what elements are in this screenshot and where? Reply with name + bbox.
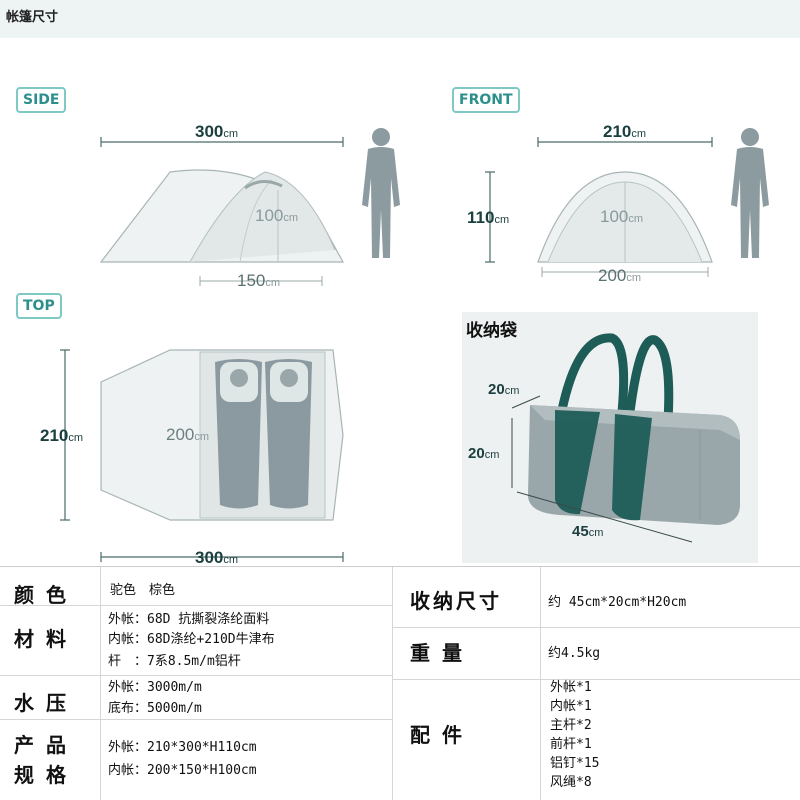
svg-text:200cm: 200cm (166, 425, 209, 444)
material-line-2: 内帐：68D涤纶+210D牛津布 (108, 632, 275, 647)
parts-line-5: 铝钉*15 (550, 756, 600, 771)
material-line-1: 外帐：68D 抗撕裂涤纶面料 (108, 612, 270, 627)
svg-text:300cm: 300cm (195, 548, 238, 565)
color-label: 颜色 (14, 583, 78, 607)
product-label-2: 规格 (14, 763, 78, 787)
sleeping-bag-right (265, 359, 312, 509)
page-title: 帐篷尺寸 (6, 10, 59, 25)
svg-text:20cm: 20cm (468, 445, 499, 462)
svg-text:20cm: 20cm (488, 381, 519, 398)
color-value: 驼色 棕色 (110, 583, 176, 598)
page-header: 帐篷尺寸 (0, 0, 800, 38)
storage-bag-diagram: 20cm 20cm 45cm (462, 312, 758, 563)
top-view: 210cm 200cm 300cm (40, 349, 344, 565)
svg-text:300cm: 300cm (195, 122, 238, 141)
material-line-3: 杆 ：7系8.5m/m铝杆 (108, 654, 241, 669)
parts-label: 配件 (410, 723, 474, 747)
front-view: 210cm 110cm 100cm 200cm (467, 122, 769, 285)
product-line-2: 内帐：200*150*H100cm (108, 763, 257, 778)
parts-line-4: 前杆*1 (550, 737, 592, 752)
product-line-1: 外帐：210*300*H110cm (108, 740, 257, 755)
side-view: 300cm 100cm 150cm (99, 122, 400, 290)
svg-text:200cm: 200cm (598, 266, 641, 285)
top-view-tag: TOP (16, 293, 62, 319)
sleeping-bag-left (215, 359, 262, 509)
person-silhouette-side (362, 128, 400, 258)
product-label-1: 产品 (14, 733, 78, 757)
parts-line-3: 主杆*2 (550, 718, 592, 733)
weight-value: 约4.5kg (548, 646, 601, 661)
bag-title: 收纳袋 (466, 321, 517, 341)
water-label: 水压 (14, 691, 78, 715)
svg-text:150cm: 150cm (237, 271, 280, 290)
pack-size-label: 收纳尺寸 (410, 589, 502, 613)
tent-dimension-diagrams: 300cm 100cm 150cm 210cm (0, 40, 800, 565)
diagram-svg: 300cm 100cm 150cm 210cm (40, 122, 769, 565)
person-silhouette-front (731, 128, 769, 258)
weight-label: 重量 (410, 641, 474, 665)
parts-line-2: 内帐*1 (550, 699, 592, 714)
pack-size-value: 约 45cm*20cm*H20cm (548, 595, 687, 610)
svg-text:45cm: 45cm (572, 523, 603, 540)
parts-line-1: 外帐*1 (550, 680, 592, 695)
svg-text:100cm: 100cm (600, 207, 643, 226)
front-view-tag: FRONT (452, 87, 520, 113)
svg-text:100cm: 100cm (255, 206, 298, 225)
side-view-tag: SIDE (16, 87, 67, 113)
svg-text:210cm: 210cm (40, 426, 83, 445)
svg-text:110cm: 110cm (467, 208, 509, 227)
water-line-1: 外帐：3000m/m (108, 680, 202, 695)
side-length-value: 300 (195, 122, 223, 141)
material-label: 材料 (14, 627, 78, 651)
svg-text:210cm: 210cm (603, 122, 646, 141)
spec-table: 颜色 驼色 棕色 材料 外帐：68D 抗撕裂涤纶面料 内帐：68D涤纶+210D… (0, 566, 800, 800)
parts-line-6: 风绳*8 (550, 775, 592, 790)
water-line-2: 底布：5000m/m (108, 701, 202, 716)
